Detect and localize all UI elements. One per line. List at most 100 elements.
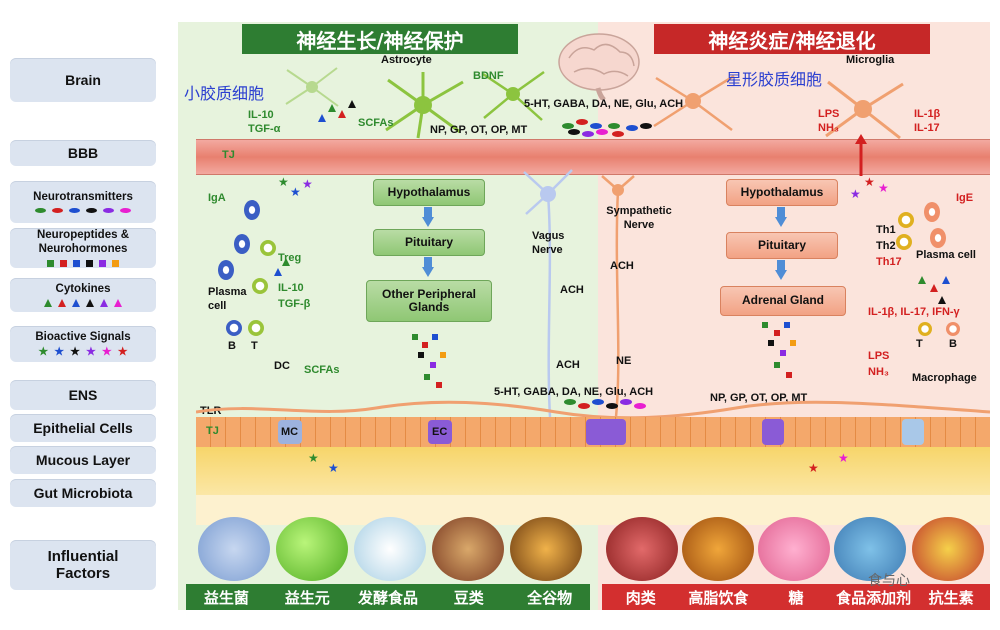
adrenal-gland: Adrenal Gland [720,286,846,316]
legend-neurotransmitters: Neurotransmitters [10,181,156,223]
vagus-nerve-icon [523,169,573,418]
brain-neurotransmitters-label: 5-HT, GABA, DA, NE, Glu, ACH [524,98,684,110]
pituitary-left: Pituitary [373,229,485,256]
legend-gut-microbiota: Gut Microbiota [10,479,156,507]
apple-image [276,517,348,581]
cytokine-triangles-left [274,100,356,276]
scfas-label: SCFAs [304,364,340,376]
sympathetic-nerve-label: Sympathetic Nerve [606,205,672,231]
enteroendocrine-cell-icon [586,419,626,445]
t-cell-label: T [251,340,258,352]
neuropeptide-symbols [47,259,119,267]
food-label-probiotics: 益生菌 [203,588,249,607]
beneficial-factors-bar: 益生菌 益生元 发酵食品 豆类 全谷物 [186,584,590,610]
tj-bottom-label: TJ [206,425,219,437]
iga-label: IgA [208,192,226,204]
gut-neuropeptides-label: NP, GP, OT, OP, MT [710,392,808,404]
th-cell-icon [896,234,912,250]
lps-bottom-label: LPS [868,350,890,362]
treg-label: Treg [278,252,302,264]
il10-top-label: IL-10 [248,109,274,121]
ellipse-icon [120,207,131,213]
star-icon: ★ [38,346,49,359]
meat-image [606,517,678,581]
svg-text:★: ★ [278,175,289,189]
microglia-cell-icon [285,67,339,107]
food-label-whole-grains: 全谷物 [527,588,573,607]
antibiotics-image [912,517,984,581]
t-cell-icon [248,320,264,336]
ach-sympathetic-label: ACH [610,260,634,272]
food-label-sugar: 糖 [788,588,804,607]
food-label-antibiotics: 抗生素 [928,588,974,607]
il1b-top-label: IL-1β [914,108,941,120]
food-label-meat: 肉类 [625,588,656,607]
th-cell-icon [898,212,914,228]
scfas-top-label: SCFAs [358,117,394,129]
triangle-icon [100,299,108,308]
legend-bbb-label: BBB [67,144,99,161]
plasma-cell-right-label: Plasma cell [916,249,976,261]
plasma-cell-icon [924,202,940,222]
ne-label: NE [616,355,632,367]
t-cell-right-label: T [916,338,923,350]
star-icon: ★ [54,346,65,359]
square-icon [73,259,80,267]
bdnf-label: BDNF [473,70,504,82]
cytokines-right-label: IL-1β, IL-17, IFN-γ [868,306,960,318]
mast-cell-icon [278,420,302,444]
blood-brain-barrier-layer [196,139,990,175]
whole-grain-image [510,517,582,581]
legend-neurotransmitters-label: Neurotransmitters [33,191,133,204]
ellipse-icon [86,207,97,213]
food-label-legumes: 豆类 [453,588,484,607]
triangle-icon [114,299,122,308]
svg-text:★: ★ [878,181,889,195]
square-icon [86,259,93,267]
star-icon: ★ [70,346,80,359]
ige-label: IgE [956,192,974,204]
th2-label: Th2 [876,240,896,252]
ach-vagus-label: ACH [560,284,584,296]
legend-neuropeptides-label: Neuropeptides & Neurohormones [36,229,129,255]
ellipse-icon [103,207,114,213]
b-cell-icon [946,322,960,336]
down-arrow-icon [422,257,434,277]
tgfb-label: TGF-β [278,298,311,310]
nh3-top-label: NH₃ [818,122,839,134]
plasma-cell-icon [218,260,234,280]
legend-influential-label: Influential Factors [47,547,119,582]
astrocyte-cell-icon [385,72,464,139]
hypothalamus-left: Hypothalamus [373,179,485,206]
pituitary-right: Pituitary [726,232,838,259]
plasma-cell-label: Plasma cell [208,286,247,312]
legend-epithelial-label: Epithelial Cells [33,419,133,436]
bioactive-symbols: ★ ★ ★ ★ ★ ★ [38,346,127,359]
plasma-cell-icon [930,228,946,248]
food-label-additives: 食品添加剂 [836,588,912,607]
th17-label: Th17 [876,256,902,268]
neuropeptide-column-right [762,322,796,378]
neurotransmitter-cluster-gut [564,399,646,409]
svg-text:★: ★ [808,461,819,475]
ec-label: EC [432,426,448,438]
food-label-prebiotics: 益生元 [284,588,330,607]
harmful-factors-bar: 肉类 高脂饮食 糖 食品添加剂 抗生素 [602,584,990,610]
svg-text:★: ★ [308,451,319,465]
t-cell-icon [918,322,932,336]
th1-label: Th1 [876,224,896,236]
nh3-bottom-label: NH₃ [868,366,889,378]
svg-text:★: ★ [302,177,313,191]
food-label-fermented: 发酵食品 [357,588,418,607]
yogurt-image [354,517,426,581]
ach-low-label: ACH [556,359,580,371]
legend-brain-label: Brain [65,71,101,88]
astrocyte-cell-icon [653,74,735,132]
other-peripheral-glands: Other Peripheral Glands [366,280,492,322]
astrocyte-cell-icon [482,70,545,121]
il17-top-label: IL-17 [914,122,940,134]
enteric-nervous-system [196,400,990,420]
microglia-cell-icon [825,80,904,140]
svg-text:★: ★ [838,451,849,465]
square-icon [112,259,119,267]
